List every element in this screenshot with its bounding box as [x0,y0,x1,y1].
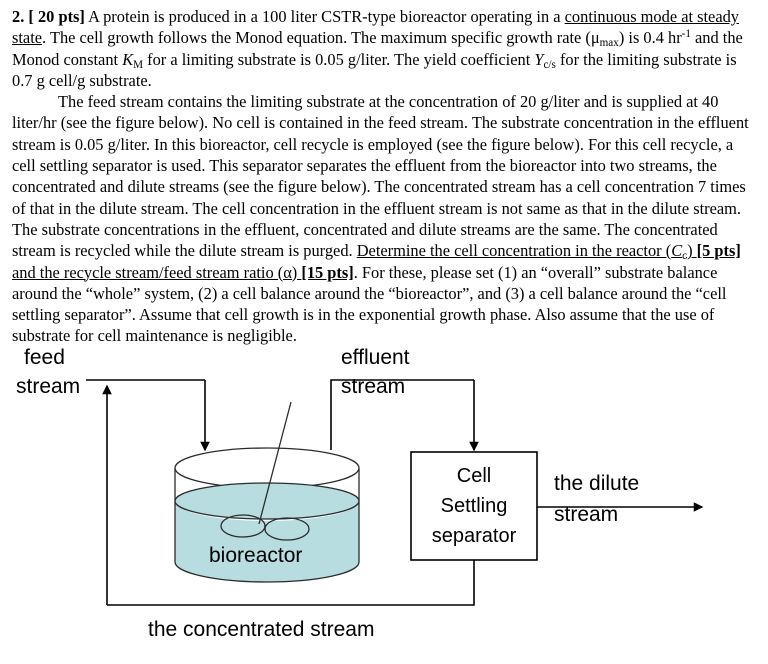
separator-label-line2: Settling [441,495,508,517]
effluent-stream-label-line1: effluent [341,346,410,369]
feed-stream-label-line2: stream [16,375,80,398]
bioreactor-label: bioreactor [209,544,302,567]
p1-seg2: . The cell growth follows the Monod equa… [42,28,600,48]
p1-seg4: and the Monod constant [12,28,743,69]
separator-label-line3: separator [432,525,517,547]
p1-seg6: for the limiting substrate is 0.7 g cell… [12,49,737,90]
feed-stream-path [86,379,210,452]
problem-paragraph-2: The feed stream contains the limiting su… [12,91,758,347]
p2u-italic-C: C [671,241,683,261]
bioreactor-flow-diagram: feed stream effluent stream bioreactor C… [0,340,768,664]
concentrated-stream-path [102,384,475,606]
p1-seg5: for a limiting substrate is 0.05 g/liter… [143,49,535,69]
p1-sub-max: max [599,37,619,50]
problem-points: [ 20 pts] [28,7,85,26]
liquid-surface [174,482,360,520]
cell-settling-separator-box [410,451,538,561]
p2u-sub-c: c [682,250,688,263]
separator-label-line1: Cell [457,465,491,487]
feed-stream-label-line1: feed [24,346,65,369]
p1-seg1: A protein is produced in a 100 liter CST… [88,7,565,26]
dilute-stream-label-line1: the dilute [554,472,639,495]
p2-underlined-determine: Determine the cell concentration in the … [12,241,741,281]
p2u-seg3: and the recycle stream/feed stream ratio… [12,262,302,282]
concentrated-stream-label: the concentrated stream [148,618,374,641]
p1-sub-M: M [133,58,144,71]
vessel-top-rim [174,447,360,489]
p2u-bold-5pts: [5 pts] [696,241,741,261]
problem-statement: 2. [ 20 pts] A protein is produced in a … [12,6,758,347]
problem-paragraph-1: 2. [ 20 pts] A protein is produced in a … [12,6,758,91]
p1-underline-continuous-mode: continuous mode at steady state [12,7,739,48]
impeller-shaft [258,401,292,525]
p2-body: The feed stream contains the limiting su… [12,92,749,261]
effluent-stream-path [330,379,479,452]
p2-tail: . For these, please set (1) an “overall”… [12,262,727,346]
p1-italic-K: K [122,49,134,69]
dilute-stream-label-line2: stream [554,503,618,526]
impeller-blade-left [220,514,266,538]
p1-sup-neg1: -1 [681,28,691,41]
p2u-bold-15pts: [15 pts] [301,262,354,282]
impeller-blade-right [264,517,310,541]
p2u-seg2: ) [687,241,697,261]
bioreactor-vessel [174,401,360,583]
p1-italic-Y: Y [534,49,544,69]
effluent-stream-label-line2: stream [341,375,405,398]
problem-number: 2. [12,7,25,26]
p1-sub-cs: c/s [543,58,556,71]
p1-seg3: ) is 0.4 hr [618,28,682,48]
p2u-seg1: Determine the cell concentration in the … [356,241,672,261]
